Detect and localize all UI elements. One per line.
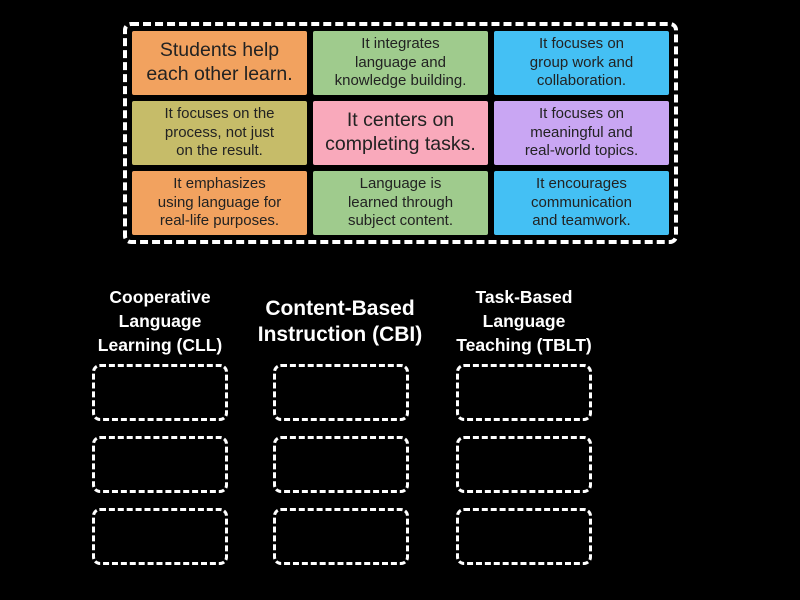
word-card[interactable]: It focuses on meaningful and real-world … <box>494 101 669 165</box>
cards-pool: Students help each other learn. It integ… <box>123 22 678 244</box>
drop-zone-cbi[interactable] <box>273 508 409 565</box>
word-card[interactable]: It emphasizes using language for real-li… <box>132 171 307 235</box>
drop-zone-cbi[interactable] <box>273 436 409 493</box>
drop-zone-column-cbi <box>273 364 409 565</box>
drop-zone-tblt[interactable] <box>456 364 592 421</box>
drop-zone-cll[interactable] <box>92 364 228 421</box>
drop-zone-cll[interactable] <box>92 436 228 493</box>
drop-zone-cll[interactable] <box>92 508 228 565</box>
word-card[interactable]: It integrates language and knowledge bui… <box>313 31 488 95</box>
group-title-cbi: Content-Based Instruction (CBI) <box>257 296 423 346</box>
group-title-tblt: Task-Based Language Teaching (TBLT) <box>456 287 592 355</box>
drop-zone-cbi[interactable] <box>273 364 409 421</box>
word-card[interactable]: It focuses on group work and collaborati… <box>494 31 669 95</box>
drop-zone-tblt[interactable] <box>456 436 592 493</box>
word-card[interactable]: It encourages communication and teamwork… <box>494 171 669 235</box>
word-card[interactable]: Language is learned through subject cont… <box>313 171 488 235</box>
group-title-cll: Cooperative Language Learning (CLL) <box>97 287 223 355</box>
word-card[interactable]: It centers on completing tasks. <box>313 101 488 165</box>
word-card[interactable]: Students help each other learn. <box>132 31 307 95</box>
word-card[interactable]: It focuses on the process, not just on t… <box>132 101 307 165</box>
drop-zone-column-tblt <box>456 364 592 565</box>
drop-zone-column-cll <box>92 364 228 565</box>
drop-zone-tblt[interactable] <box>456 508 592 565</box>
